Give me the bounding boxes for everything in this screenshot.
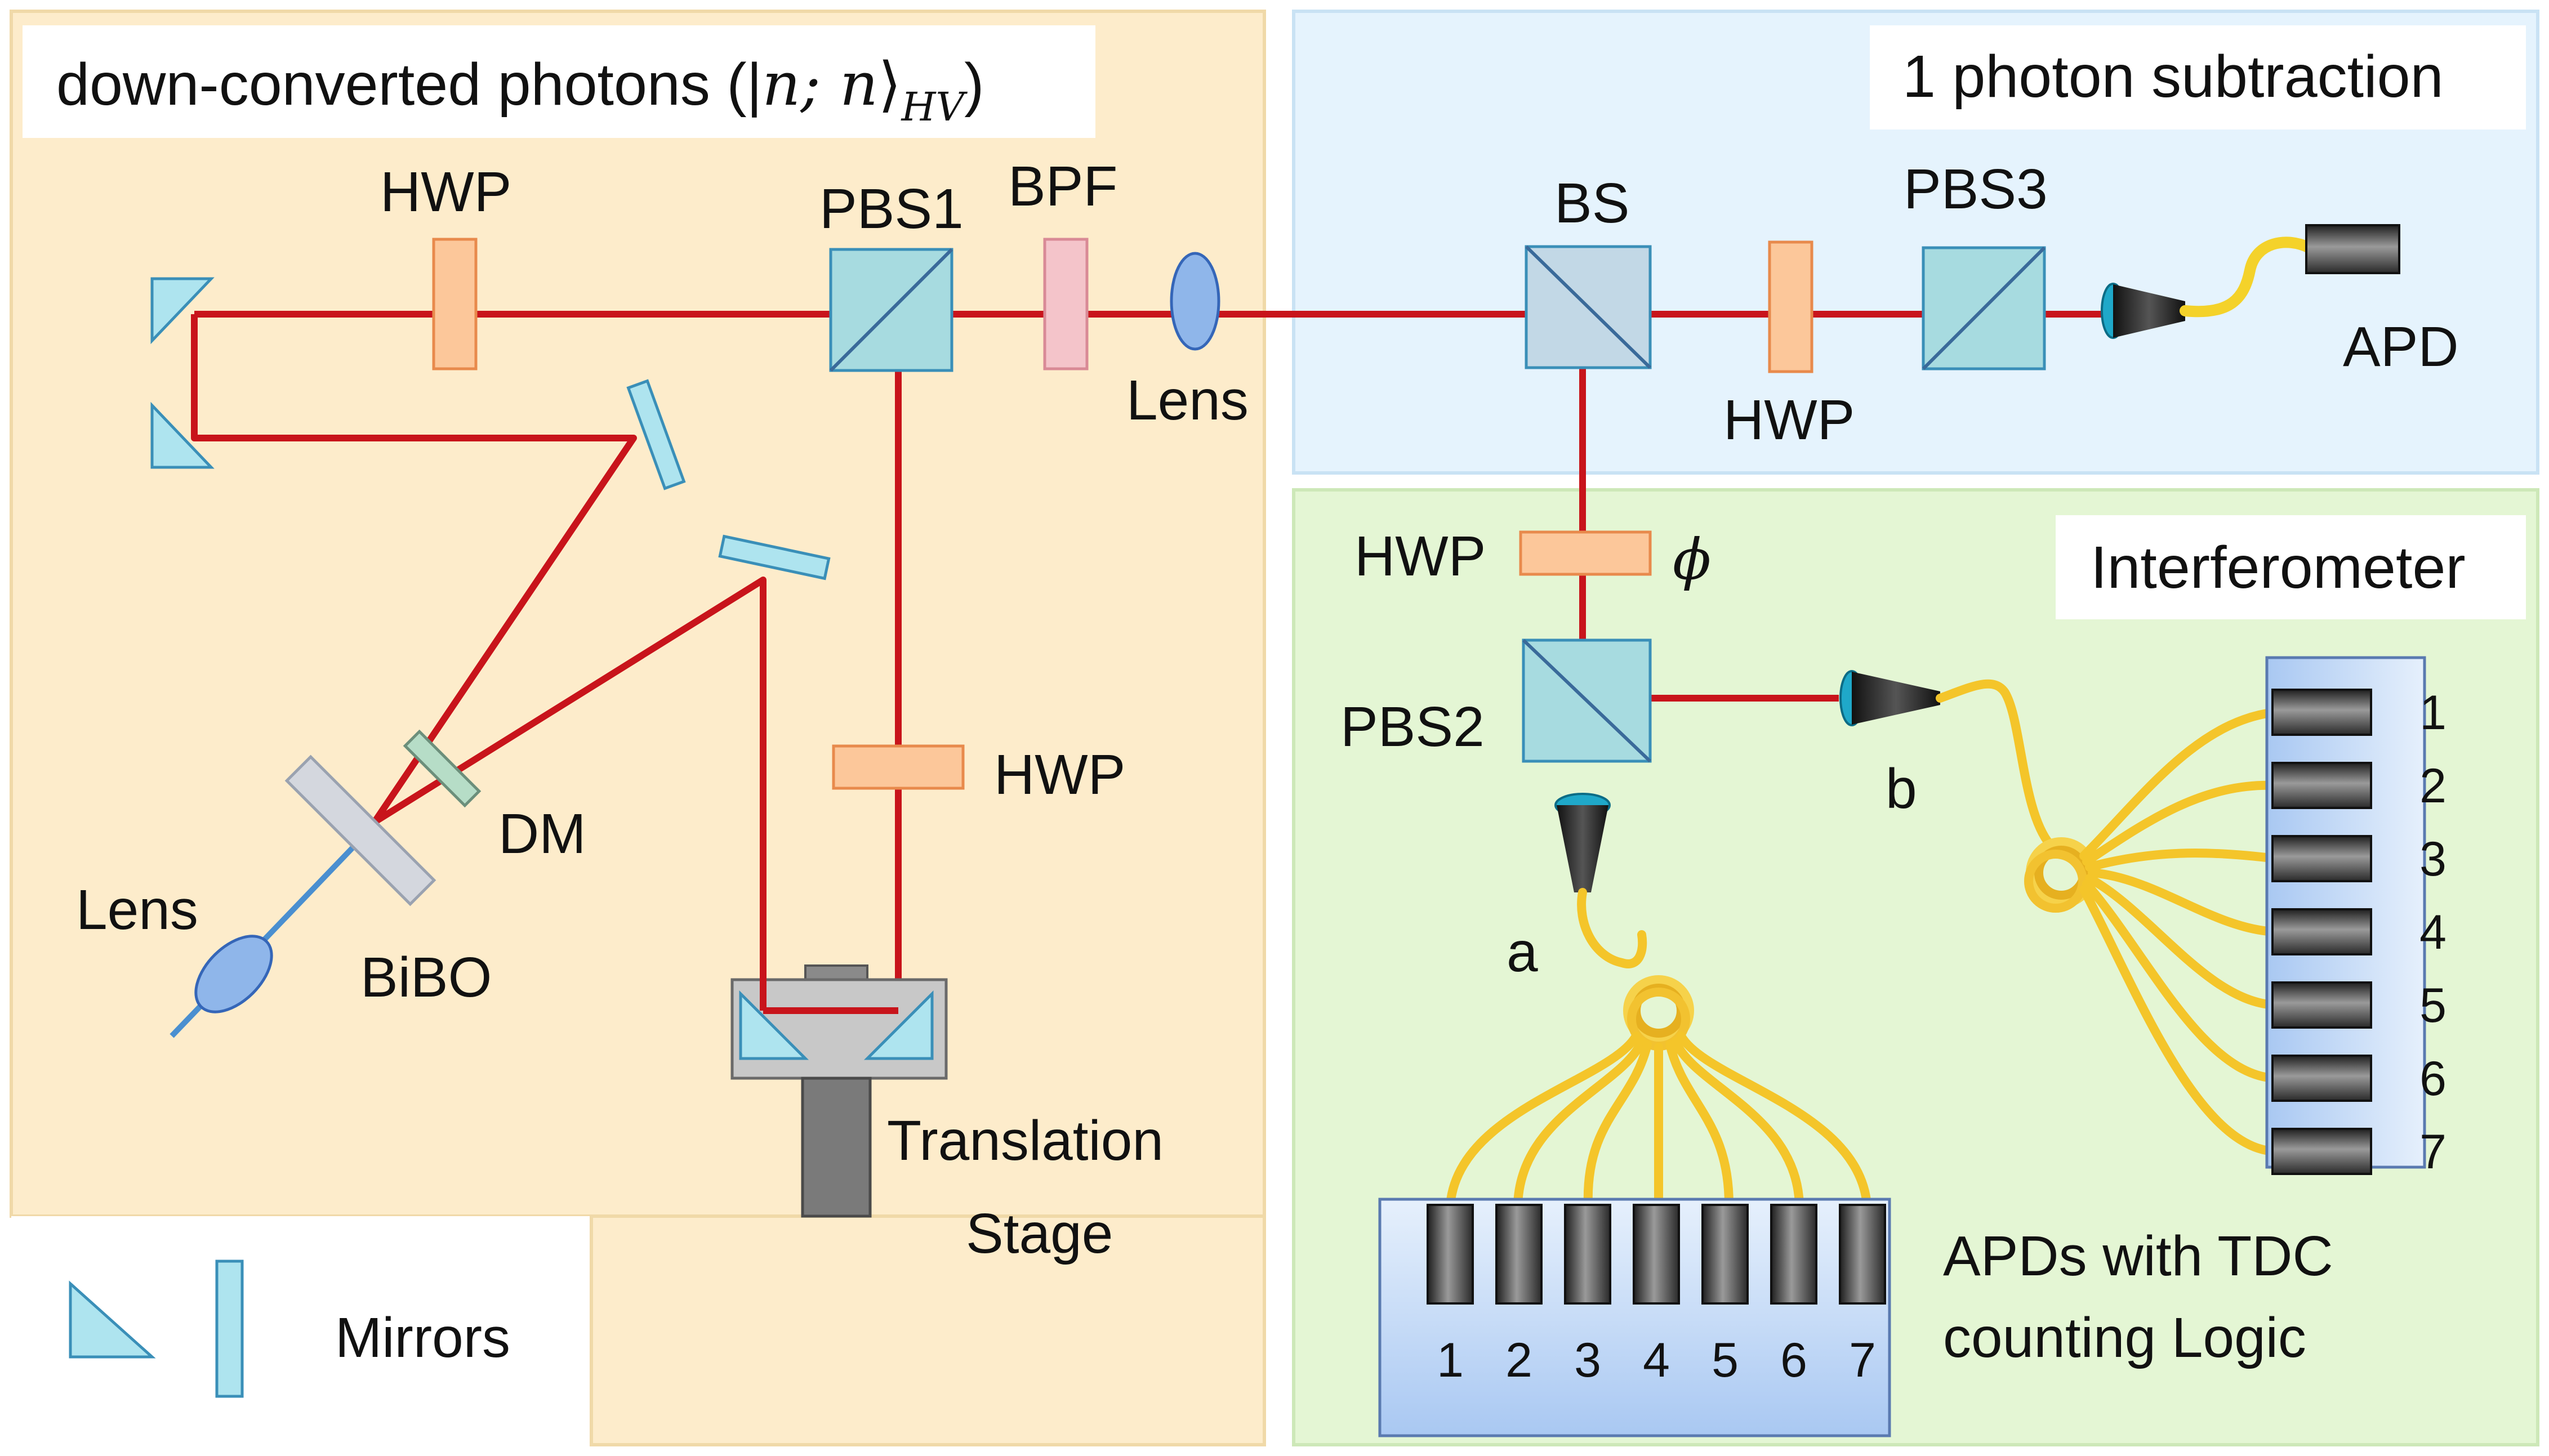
phase-label: ϕ bbox=[1673, 526, 1711, 592]
bpf bbox=[1043, 238, 1089, 370]
fiber-coupler-apd bbox=[2101, 283, 2185, 339]
beam-splitter bbox=[1525, 245, 1652, 369]
source-title: down-converted photons (|n; n⟩HV) bbox=[56, 50, 984, 130]
apd-detector-bottom-4 bbox=[1633, 1204, 1680, 1305]
subtraction-title-box bbox=[1870, 25, 2526, 129]
stage-mirror-right bbox=[863, 990, 934, 1060]
interferometer-title: Interferometer bbox=[2091, 534, 2466, 601]
bibo-label: BiBO bbox=[360, 946, 492, 1009]
legend-mirrors-label: Mirrors bbox=[335, 1306, 510, 1369]
detector-number-right-5: 5 bbox=[2419, 979, 2446, 1033]
fiber-bundle-b bbox=[1936, 679, 2280, 1156]
detector-number-right-1: 1 bbox=[2419, 686, 2446, 740]
pbs3-label: PBS3 bbox=[1904, 158, 2048, 221]
fiber-coupler-b bbox=[1839, 670, 1940, 726]
apd-detector-right-1 bbox=[2271, 689, 2372, 736]
detector-number-bottom-6: 6 bbox=[1780, 1333, 1807, 1387]
pbs2 bbox=[1522, 638, 1652, 763]
apd-detector-right-5 bbox=[2271, 981, 2372, 1029]
detector-number-bottom-4: 4 bbox=[1643, 1333, 1670, 1387]
hwp-interferometer bbox=[1519, 530, 1652, 576]
port-a-label: a bbox=[1507, 921, 1538, 984]
pbs3 bbox=[1922, 246, 2046, 370]
hwp-subtraction bbox=[1768, 240, 1813, 373]
source-panel bbox=[10, 10, 1266, 1218]
detectors-bottom bbox=[1427, 1204, 1886, 1305]
detector-number-right-3: 3 bbox=[2419, 832, 2446, 886]
apd-single bbox=[2305, 224, 2400, 274]
apd-array-caption-line1: APDs with TDC bbox=[1943, 1225, 2333, 1288]
mirror-top-left-1 bbox=[150, 277, 215, 345]
apd-label: APD bbox=[2343, 315, 2459, 378]
detector-numbers-right: 1 2 3 4 5 6 7 bbox=[2419, 686, 2446, 1179]
port-b-label: b bbox=[1886, 757, 1917, 820]
interferometer-title-box bbox=[2056, 515, 2526, 619]
lens-pump-label: Lens bbox=[76, 878, 198, 941]
apd-detector-bottom-6 bbox=[1770, 1204, 1817, 1305]
mirror-upper bbox=[626, 379, 686, 490]
hwp-top-label: HWP bbox=[380, 160, 511, 224]
bs-label: BS bbox=[1554, 172, 1629, 235]
apd-detector-right-3 bbox=[2271, 835, 2372, 882]
mirror-top-left-2 bbox=[150, 401, 215, 469]
detector-number-right-4: 4 bbox=[2419, 905, 2446, 959]
detector-number-bottom-1: 1 bbox=[1437, 1333, 1464, 1387]
apd-detector-bottom-5 bbox=[1701, 1204, 1749, 1305]
detector-number-right-6: 6 bbox=[2419, 1052, 2446, 1106]
hwp-delay bbox=[832, 744, 965, 790]
apd-detector-right-7 bbox=[2271, 1128, 2372, 1175]
pbs1 bbox=[829, 248, 953, 372]
detector-number-bottom-7: 7 bbox=[1849, 1333, 1876, 1387]
lens-pump bbox=[194, 935, 273, 1013]
stage-mirror-left bbox=[739, 990, 809, 1060]
detectors-right bbox=[2271, 689, 2372, 1175]
apd-detector-bottom-7 bbox=[1839, 1204, 1886, 1305]
detector-number-bottom-5: 5 bbox=[1712, 1333, 1739, 1387]
fiber-coupler-a bbox=[1554, 793, 1611, 892]
apd-detector-bottom-3 bbox=[1564, 1204, 1611, 1305]
pbs2-label: PBS2 bbox=[1340, 695, 1485, 758]
apd-detector-bottom-1 bbox=[1427, 1204, 1474, 1305]
stage-label-line2: Stage bbox=[966, 1202, 1113, 1265]
lens-mid bbox=[1170, 252, 1220, 351]
apd-array-caption-line2: counting Logic bbox=[1943, 1306, 2306, 1369]
dichroic-mirror bbox=[403, 729, 482, 808]
legend-mirror-prism-icon bbox=[69, 1280, 156, 1359]
detector-number-right-7: 7 bbox=[2419, 1125, 2446, 1179]
source-title-box bbox=[23, 25, 1095, 138]
source-panel-lower bbox=[590, 1214, 1266, 1446]
hwp-interferometer-label: HWP bbox=[1354, 525, 1486, 588]
detector-number-bottom-3: 3 bbox=[1574, 1333, 1601, 1387]
apd-detector-right-6 bbox=[2271, 1055, 2372, 1102]
fiber-bundle-a bbox=[1446, 888, 1871, 1209]
mirror-lower bbox=[718, 534, 831, 580]
subtraction-title: 1 photon subtraction bbox=[1902, 43, 2444, 110]
detector-number-bottom-2: 2 bbox=[1505, 1333, 1532, 1387]
hwp-subtraction-label: HWP bbox=[1723, 388, 1855, 452]
stage-label-line1: Translation bbox=[887, 1109, 1164, 1172]
fiber-apd bbox=[2180, 236, 2315, 318]
apd-detector-right-4 bbox=[2271, 908, 2372, 955]
lens-mid-label: Lens bbox=[1126, 369, 1249, 432]
legend-mirror-flat-icon bbox=[215, 1260, 244, 1398]
pbs1-label: PBS1 bbox=[819, 177, 964, 240]
apd-detector-bottom-2 bbox=[1495, 1204, 1543, 1305]
apd-detector-right-2 bbox=[2271, 762, 2372, 809]
bibo-crystal bbox=[284, 754, 436, 906]
hwp-delay-label: HWP bbox=[994, 743, 1125, 806]
dm-label: DM bbox=[498, 802, 586, 865]
bpf-label: BPF bbox=[1008, 155, 1117, 218]
detector-number-right-2: 2 bbox=[2419, 759, 2446, 813]
hwp-top bbox=[432, 238, 478, 370]
